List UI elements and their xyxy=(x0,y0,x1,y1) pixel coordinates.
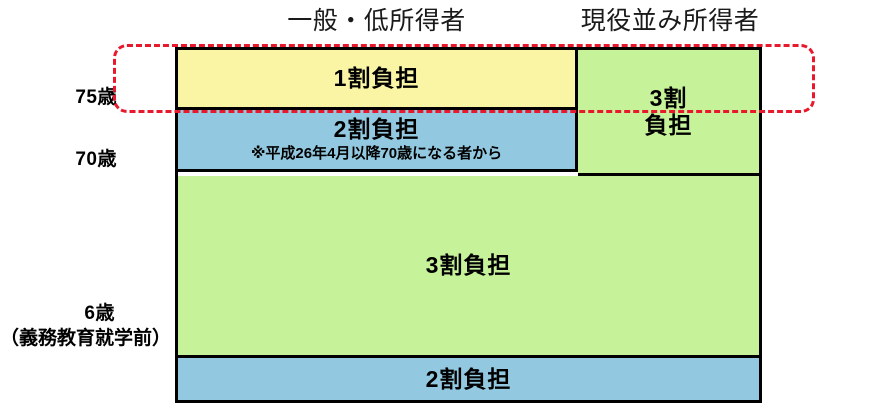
cell-two-tenths-70-label: 2割負担 xyxy=(333,115,420,142)
cell-two-tenths-burden-preschool: 2割負担 xyxy=(178,358,759,400)
cell-two-tenths-bottom-label: 2割負担 xyxy=(425,365,512,392)
cell-three-tenths-active-label-line2: 負担 xyxy=(644,111,693,138)
age-label-70: 70歳 xyxy=(75,149,117,170)
column-header-active-income: 現役並み所得者 xyxy=(580,7,760,35)
cell-one-tenth-burden: 1割負担 xyxy=(178,50,578,110)
cell-three-tenths-burden-main: 3割負担 xyxy=(178,176,759,358)
cell-one-tenth-label: 1割負担 xyxy=(333,65,420,92)
cell-two-tenths-70-note: ※平成26年4月以降70歳になる者から xyxy=(250,145,503,163)
age-label-6-note: （義務教育就学前） xyxy=(0,328,172,349)
age-label-6: 6歳 xyxy=(84,303,115,324)
cell-three-tenths-burden-active-income: 3割 負担 xyxy=(578,50,759,176)
cell-three-tenths-main-label: 3割負担 xyxy=(425,252,512,279)
copayment-table: 1割負担 2割負担 ※平成26年4月以降70歳になる者から 3割 負担 3割負担… xyxy=(175,47,762,403)
cell-two-tenths-burden-70: 2割負担 ※平成26年4月以降70歳になる者から xyxy=(178,110,578,172)
column-header-general: 一般・低所得者 xyxy=(287,7,466,35)
age-label-75: 75歳 xyxy=(75,87,117,108)
cell-three-tenths-active-label-line1: 3割 xyxy=(649,85,688,112)
